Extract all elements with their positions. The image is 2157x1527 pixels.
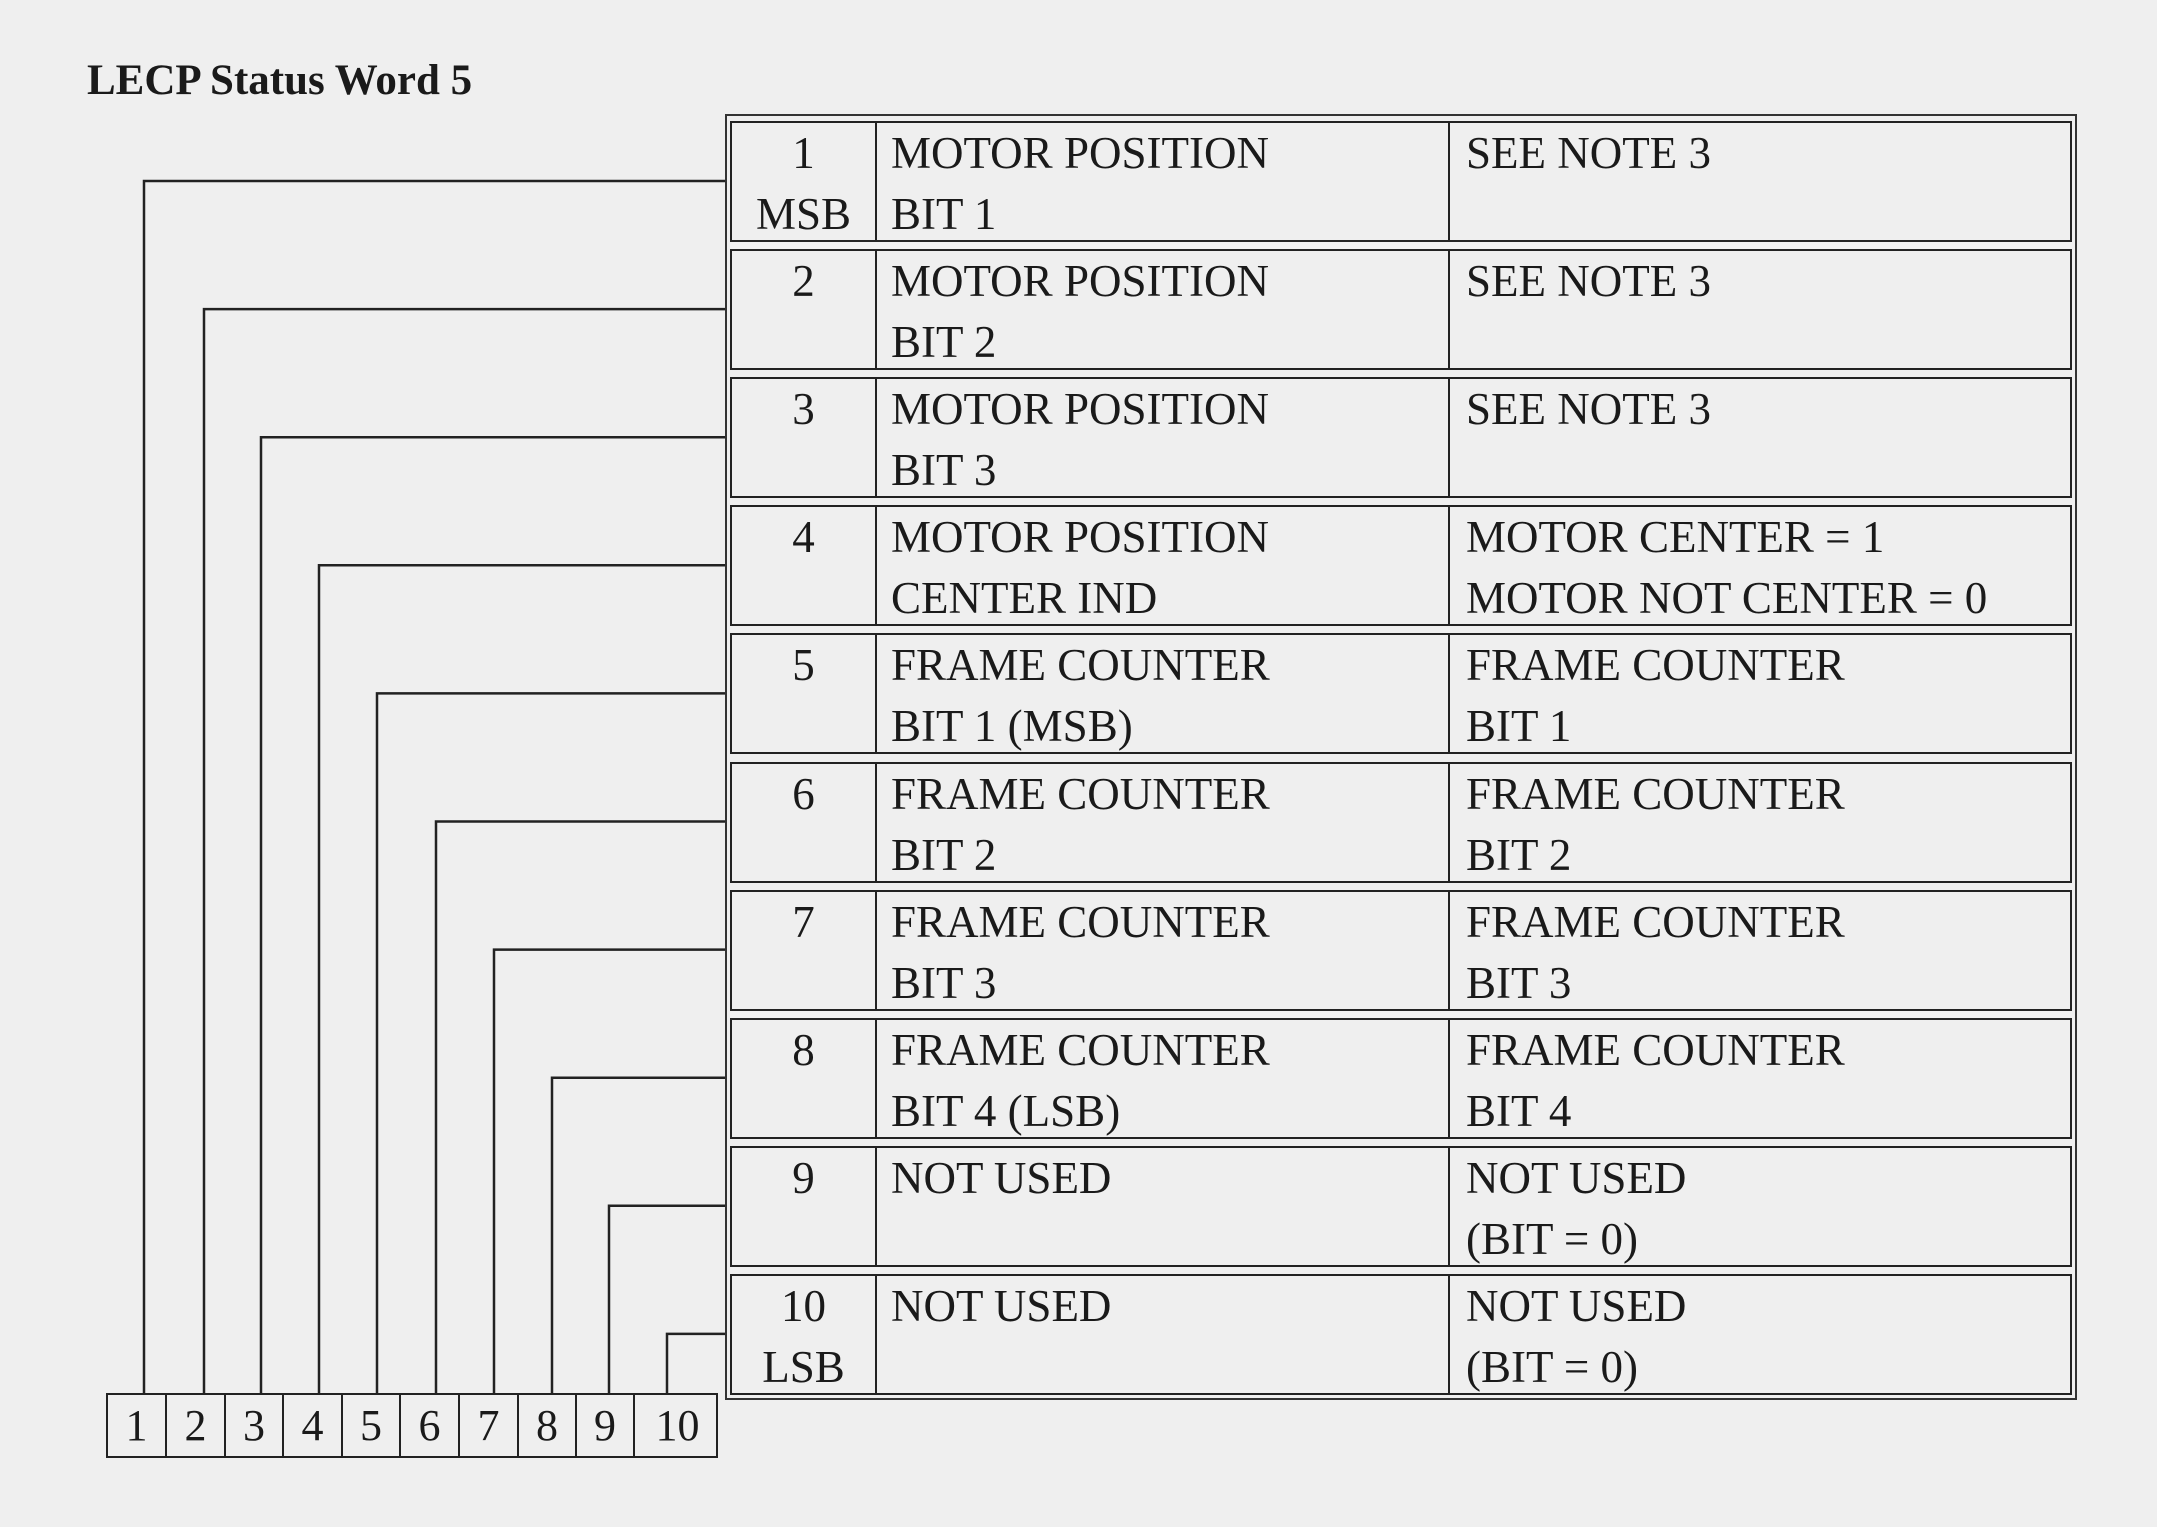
function-cell: FRAME COUNTER BIT 2	[875, 763, 1450, 881]
bit-box: 8	[519, 1395, 577, 1456]
function-cell: MOTOR POSITION CENTER IND	[875, 507, 1450, 625]
leader-line	[665, 1332, 725, 1393]
bit-box: 7	[460, 1395, 519, 1456]
bit-box: 6	[401, 1395, 460, 1456]
bit-number-cell: 6	[732, 763, 877, 881]
function-cell: NOT USED	[875, 1147, 1450, 1265]
description-cell: SEE NOTE 3	[1466, 256, 1711, 307]
bit-number-cell: 8	[732, 1019, 877, 1137]
leader-line	[259, 435, 725, 1393]
status-word-table	[725, 114, 2077, 1400]
bit-box: 1	[108, 1395, 167, 1456]
bit-number-cell: 2	[732, 251, 877, 369]
leader-line	[550, 1076, 725, 1393]
bit-number-cell: 4	[732, 507, 877, 625]
function-cell: FRAME COUNTER BIT 1 (MSB)	[875, 635, 1450, 753]
leader-line	[202, 307, 725, 1393]
leader-line	[375, 692, 725, 1393]
description-cell: FRAME COUNTER BIT 3	[1466, 896, 1845, 1008]
function-cell: FRAME COUNTER BIT 4 (LSB)	[875, 1019, 1450, 1137]
function-cell: FRAME COUNTER BIT 3	[875, 891, 1450, 1009]
bit-box: 9	[577, 1395, 635, 1456]
description-cell: SEE NOTE 3	[1466, 384, 1711, 435]
leader-line	[434, 820, 725, 1393]
description-cell: FRAME COUNTER BIT 4	[1466, 1024, 1845, 1136]
description-cell: SEE NOTE 3	[1466, 128, 1711, 178]
bit-number-cell: 1 MSB	[732, 123, 877, 240]
function-cell: MOTOR POSITION BIT 1	[875, 123, 1450, 240]
bit-number-cell: 7	[732, 891, 877, 1009]
bit-box: 5	[343, 1395, 401, 1456]
bit-box: 4	[284, 1395, 343, 1456]
leader-line	[492, 948, 725, 1393]
description-cell: MOTOR CENTER = 1 MOTOR NOT CENTER = 0	[1466, 512, 1988, 624]
description-cell: FRAME COUNTER BIT 2	[1466, 768, 1845, 880]
description-cell: FRAME COUNTER BIT 1	[1466, 640, 1845, 752]
description-cell: NOT USED (BIT = 0)	[1466, 1152, 1687, 1264]
bit-number-cell: 9	[732, 1147, 877, 1265]
bit-box: 2	[167, 1395, 226, 1456]
function-cell: MOTOR POSITION BIT 2	[875, 251, 1450, 369]
diagram-title: LECP Status Word 5	[87, 57, 473, 104]
leader-line	[142, 179, 725, 1393]
function-cell: MOTOR POSITION BIT 3	[875, 379, 1450, 497]
bit-number-cell: 10 LSB	[732, 1275, 877, 1393]
bit-box: 3	[226, 1395, 284, 1456]
function-cell: NOT USED	[875, 1275, 1450, 1393]
bit-number-cell: 3	[732, 379, 877, 497]
description-cell: NOT USED (BIT = 0)	[1466, 1280, 1687, 1392]
leader-line	[607, 1204, 725, 1393]
bit-box: 10	[655, 1401, 700, 1450]
leader-line	[317, 564, 725, 1393]
bit-number-cell: 5	[732, 635, 877, 753]
